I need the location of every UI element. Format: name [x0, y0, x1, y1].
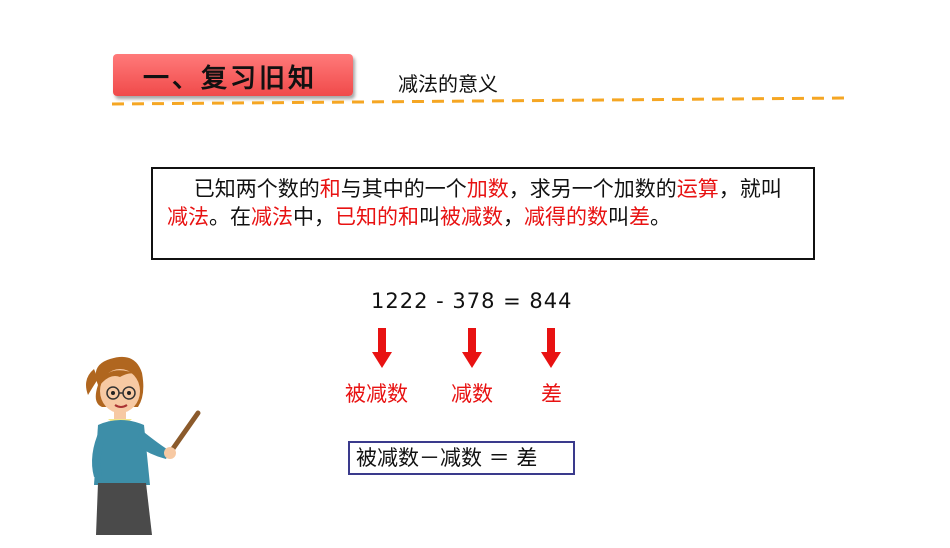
definition-keyword: 差 — [629, 205, 650, 229]
teacher-illustration — [86, 356, 201, 535]
definition-text: 叫 — [608, 205, 629, 229]
label-minuend: 被减数 — [345, 382, 408, 406]
example-equation: 1222 - 378 = 844 — [371, 289, 573, 313]
definition-keyword: 减得的数 — [524, 205, 608, 229]
label-subtrahend: 减数 — [451, 382, 493, 406]
definition-keyword: 加数 — [466, 177, 509, 201]
arrow-down-icon — [462, 328, 482, 368]
definition-text: ，就叫 — [718, 177, 782, 201]
definition-keyword: 已知的和 — [335, 205, 419, 229]
arrow-down-icon — [541, 328, 561, 368]
definition-keyword: 运算 — [676, 177, 719, 201]
definition-keyword: 减法 — [251, 205, 293, 229]
definition-text: 。在 — [209, 205, 251, 229]
page-subtitle: 减法的意义 — [398, 72, 498, 96]
dashed-divider — [112, 96, 848, 106]
definition-text: 已知两个数的 — [167, 177, 320, 201]
formula-text: 被减数－减数 ＝ 差 — [356, 446, 538, 470]
definition-text: 与其中的一个 — [340, 177, 467, 201]
definition-keyword: 减法 — [167, 205, 209, 229]
label-difference: 差 — [541, 382, 562, 406]
formula-box: 被减数－减数 ＝ 差 — [348, 441, 575, 475]
definition-text: ， — [503, 205, 524, 229]
section-title-tab: 一、复习旧知 — [113, 54, 353, 96]
arrow-down-icon — [372, 328, 392, 368]
definition-text: 中， — [293, 205, 335, 229]
definition-text: ，求另一个加数的 — [508, 177, 677, 201]
definition-box: 已知两个数的和与其中的一个加数，求另一个加数的运算，就叫减法。在减法中，已知的和… — [151, 167, 815, 260]
section-title: 一、复习旧知 — [143, 64, 318, 94]
definition-text: 叫 — [419, 205, 440, 229]
definition-keyword: 被减数 — [440, 205, 503, 229]
definition-keyword: 和 — [319, 177, 341, 201]
definition-text: 。 — [650, 205, 671, 229]
